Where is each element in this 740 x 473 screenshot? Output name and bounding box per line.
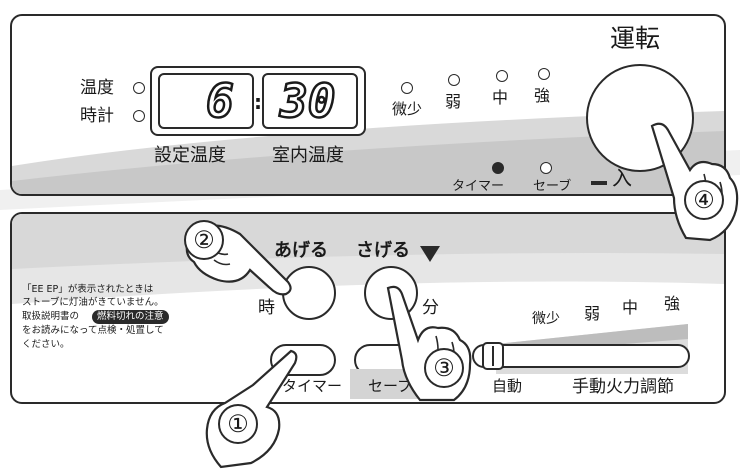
pointing-hand-icon-3: [386, 285, 472, 402]
fire-level-weak: 弱: [445, 92, 462, 111]
save-lamp: [540, 162, 552, 174]
clock-indicator-lamp: [133, 110, 145, 122]
save-lamp-label: セーブ: [533, 179, 572, 194]
pointing-hand-icon-4: [650, 122, 739, 242]
clock-indicator-label: 時計: [80, 106, 114, 126]
run-button-label: 運転: [610, 24, 661, 53]
notice-line-3: 取扱説明書の: [22, 311, 80, 322]
lamp-micro: [401, 82, 413, 94]
fire-adjust-slider[interactable]: [472, 344, 690, 368]
notice-line-4: をお読みになって点検・処置して: [22, 325, 164, 336]
lcd-set-value: 6: [205, 74, 235, 128]
lcd-left-window: [158, 73, 254, 129]
down-button-label: さげる: [356, 240, 410, 261]
on-label: 入: [612, 166, 632, 190]
lcd-colon: :: [254, 90, 262, 114]
scale-strong: 強: [664, 294, 681, 313]
top-control-panel: 温度 時計 6 : 30 設定温度 室内温度 微少 弱 中 強 タイマー セーブ…: [10, 14, 726, 196]
step-3-marker: ③: [424, 348, 464, 388]
up-hour-button[interactable]: [282, 266, 336, 320]
minute-label: 分: [422, 298, 439, 318]
fire-level-micro: 微少: [392, 100, 423, 118]
manual-adjust-label: 手動火力調節: [572, 377, 674, 397]
hour-label: 時: [258, 298, 275, 318]
lamp-weak: [448, 74, 460, 86]
lamp-strong: [538, 68, 550, 80]
fire-slider-knob[interactable]: [482, 342, 504, 370]
set-temperature-caption: 設定温度: [154, 145, 226, 166]
on-marker: [591, 181, 607, 185]
lcd-room-value: 30: [279, 74, 337, 128]
fuel-warning-badge: 燃料切れの注意: [92, 310, 169, 324]
up-button-label: あげる: [274, 240, 328, 261]
timer-button-label: タイマー: [282, 377, 343, 395]
notice-line-1: 「EE EP」が表示されたときは: [22, 284, 154, 295]
lcd-display: 6 : 30: [150, 66, 366, 136]
temperature-indicator-label: 温度: [80, 78, 114, 98]
fire-level-medium: 中: [492, 88, 509, 107]
step-2-marker: ②: [184, 220, 224, 260]
lamp-medium: [496, 70, 508, 82]
lcd-right-window: [262, 73, 358, 129]
step-1-marker: ①: [218, 404, 258, 444]
step-4-marker: ④: [684, 180, 724, 220]
bottom-control-panel: 「EE EP」が表示されたときは ストーブに灯油がきていません。 取扱説明書の …: [10, 212, 726, 404]
scale-micro: 微少: [532, 311, 560, 327]
scale-weak: 弱: [584, 304, 601, 323]
notice-line-2: ストーブに灯油がきていません。: [22, 297, 164, 308]
notice-line-5: ください。: [22, 339, 70, 350]
auto-label: 自動: [492, 377, 523, 395]
fire-level-strong: 強: [534, 86, 551, 105]
save-button-label: セーブ: [368, 377, 413, 395]
timer-lamp-label: タイマー: [452, 179, 505, 194]
room-temperature-caption: 室内温度: [272, 145, 344, 166]
timer-lamp: [492, 162, 504, 174]
down-triangle-icon: [420, 246, 440, 262]
temperature-indicator-lamp: [133, 82, 145, 94]
scale-medium: 中: [622, 298, 639, 317]
